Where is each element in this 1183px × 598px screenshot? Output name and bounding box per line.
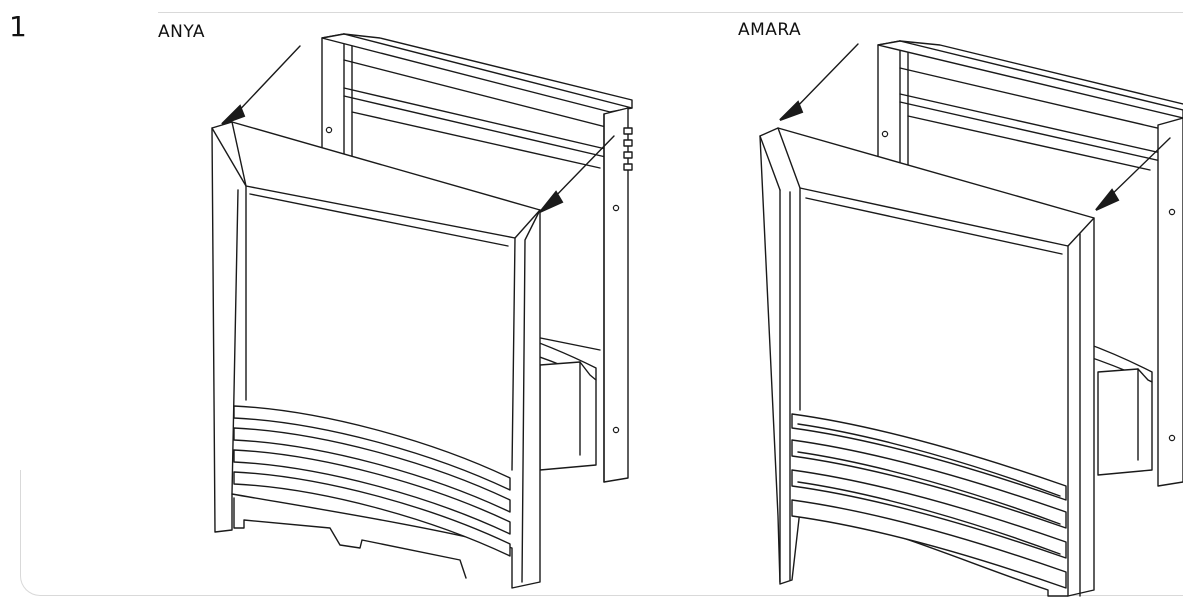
anya-front-surround bbox=[211, 121, 541, 589]
amara-front-surround bbox=[759, 127, 1095, 597]
step-number: 1 bbox=[9, 10, 27, 43]
amara-arrows bbox=[779, 43, 1171, 211]
product-label-amara: AMARA bbox=[738, 20, 802, 40]
panel-border-gap bbox=[18, 10, 158, 470]
amara-illustration bbox=[759, 40, 1183, 597]
product-label-anya: ANYA bbox=[158, 22, 206, 42]
anya-illustration bbox=[211, 33, 633, 589]
anya-arrows bbox=[221, 45, 615, 213]
